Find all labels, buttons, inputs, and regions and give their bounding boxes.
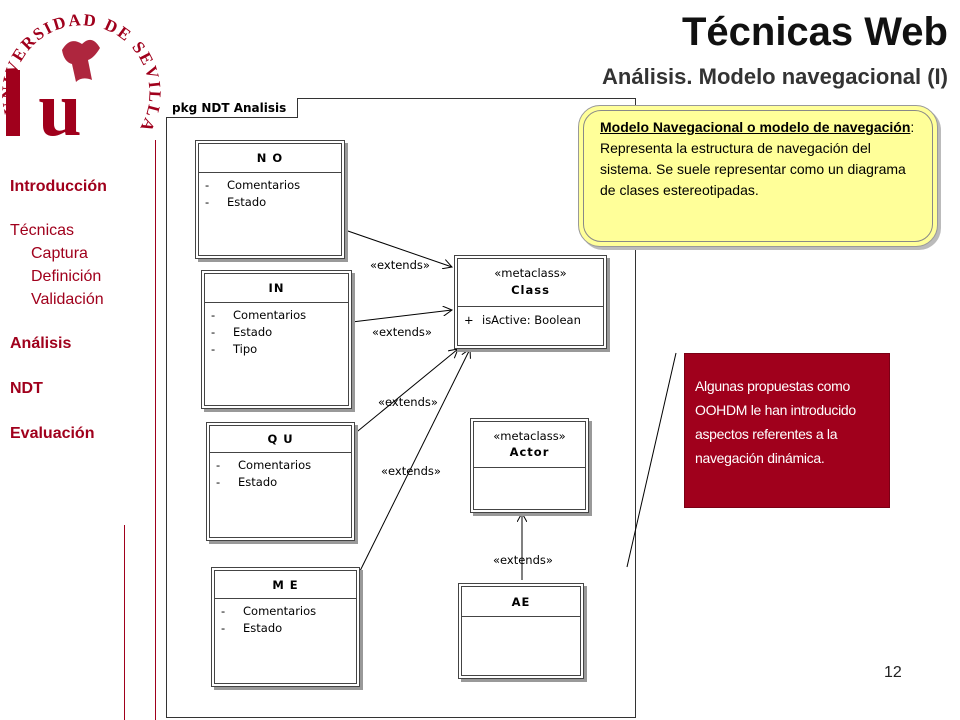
logo-letter: u	[38, 65, 81, 152]
definition-note-text: Modelo Navegacional o modelo de navegaci…	[600, 117, 918, 201]
class-in-attr: -Estado	[211, 325, 273, 339]
class-no-attr: -Comentarios	[205, 178, 301, 192]
class-ae[interactable]: AE	[458, 583, 584, 679]
class-qu[interactable]: Q U -Comentarios -Estado	[206, 422, 355, 541]
extends-label-qu: «extends»	[378, 395, 438, 409]
nav-subitem-captura[interactable]: Captura	[31, 245, 88, 262]
nav-subitem-validacion[interactable]: Validación	[31, 291, 104, 308]
class-qu-attr: -Estado	[216, 475, 278, 489]
class-me[interactable]: M E -Comentarios -Estado	[211, 567, 360, 687]
definition-note: Modelo Navegacional o modelo de navegaci…	[578, 105, 938, 247]
package-frame	[166, 98, 636, 718]
class-qu-name: Q U	[210, 426, 351, 453]
class-no-name: N O	[199, 144, 341, 173]
package-label: pkg NDT Analisis	[166, 98, 298, 118]
class-me-attr: -Comentarios	[221, 604, 317, 618]
extends-arrow-qu	[352, 349, 458, 436]
nav-subitem-definicion[interactable]: Definición	[31, 268, 102, 285]
nav-item-evaluacion[interactable]: Evaluación	[10, 425, 95, 442]
metaclass-actor-name: Actor	[509, 445, 550, 459]
metaclass-class-stereotype: «metaclass»	[494, 266, 567, 280]
extends-label-ae: «extends»	[493, 553, 553, 567]
nav-item-analisis[interactable]: Análisis	[10, 335, 72, 352]
divider-line	[155, 140, 156, 720]
extends-label-me: «extends»	[381, 464, 441, 478]
definition-note-term: Modelo Navegacional o modelo de navegaci…	[600, 119, 911, 135]
divider-line-short	[124, 525, 125, 720]
metaclass-actor-stereotype: «metaclass»	[493, 429, 566, 443]
nav-item-ndt[interactable]: NDT	[10, 380, 43, 397]
definition-note-body: : Representa la estructura de navegación…	[600, 119, 915, 198]
metaclass-class-name: Class	[511, 283, 550, 297]
nav-item-introduccion[interactable]: Introducción	[10, 178, 107, 195]
page-title: Técnicas Web	[681, 10, 948, 54]
university-seal-logo: UNIVERSIDAD DE SEVILLA u	[0, 10, 163, 152]
metaclass-class-attr: +isActive: Boolean	[464, 313, 581, 327]
class-no-attr: -Estado	[205, 195, 267, 209]
callout-line	[626, 352, 677, 568]
class-in-attr: -Tipo	[211, 342, 258, 356]
page-subtitle: Análisis. Modelo navegacional (I)	[602, 64, 948, 89]
class-no[interactable]: N O -Comentarios -Estado	[195, 140, 345, 259]
class-in-attr: -Comentarios	[211, 308, 307, 322]
extends-arrow-no	[344, 229, 452, 267]
callout-text: Algunas propuestas como OOHDM le han int…	[695, 378, 856, 466]
extends-arrow-me	[357, 349, 470, 576]
extends-label-in: «extends»	[372, 325, 432, 339]
class-me-attr: -Estado	[221, 621, 283, 635]
metaclass-actor[interactable]: «metaclass» Actor	[470, 418, 589, 513]
metaclass-class[interactable]: «metaclass» Class +isActive: Boolean	[454, 255, 607, 349]
class-in[interactable]: IN -Comentarios -Estado -Tipo	[201, 270, 352, 409]
class-in-name: IN	[205, 274, 348, 303]
class-qu-attr: -Comentarios	[216, 458, 312, 472]
page-number: 12	[884, 664, 902, 681]
callout-box: Algunas propuestas como OOHDM le han int…	[684, 353, 890, 508]
extends-label-no: «extends»	[370, 258, 430, 272]
class-ae-name: AE	[462, 587, 580, 617]
extends-arrow-in	[351, 310, 452, 323]
nav-item-tecnicas[interactable]: Técnicas	[10, 222, 75, 239]
class-me-name: M E	[215, 571, 356, 599]
